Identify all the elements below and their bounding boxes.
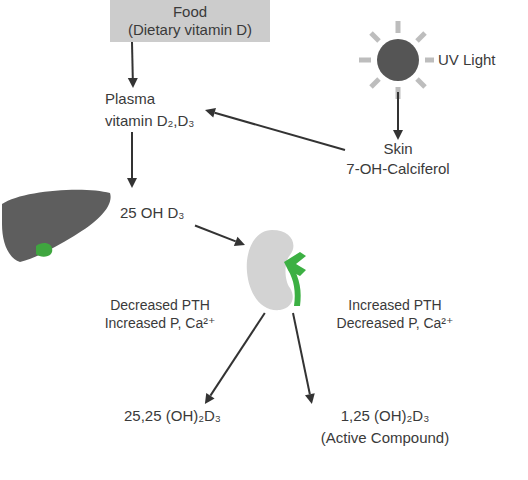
sun-ray [359, 58, 371, 63]
arrow-head [305, 393, 315, 404]
arrow-line [293, 313, 310, 394]
sun-rays [359, 21, 434, 99]
food-box: Food(Dietary vitamin D) [110, 0, 270, 42]
sun-ray [417, 33, 425, 41]
node-text: 25,25 (OH)₂D₃ [105, 407, 240, 425]
liver-node: 25 OH D₃ [0, 188, 195, 263]
node-text: (Dietary vitamin D) [110, 21, 270, 39]
ureter [288, 266, 301, 306]
plasma-node: Plasma vitamin D₂,D₃ [105, 88, 205, 132]
node-text: 1,25 (OH)₂D₃ [300, 407, 470, 425]
arrow-head [205, 108, 216, 118]
kidney-node [245, 228, 305, 313]
arrow-connector [205, 108, 345, 150]
node-text: UV Light [438, 51, 510, 69]
sun-ray [417, 79, 425, 87]
node-text: Plasma [105, 90, 205, 108]
arrow-head [234, 237, 245, 246]
sun-ray [371, 33, 379, 41]
arrow-head [205, 393, 215, 404]
liver-shape [2, 190, 111, 262]
arrow-connector [195, 226, 245, 247]
skin-node: Skin 7-OH-Calciferol [345, 140, 451, 182]
sun-node: UV Light [370, 28, 510, 92]
edge-label: Increased PTH Decreased P, Ca²⁺ [325, 296, 465, 332]
product-node: 25,25 (OH)₂D₃ [105, 404, 240, 428]
node-text: 7-OH-Calciferol [345, 160, 451, 178]
kidney-shape [247, 230, 294, 310]
node-text: vitamin D₂,D₃ [105, 112, 205, 130]
gallbladder-shape [36, 243, 52, 257]
edge-label: Decreased PTH Increased P, Ca²⁺ [90, 296, 230, 332]
arrow-head [127, 178, 137, 188]
arrow-connector [393, 92, 403, 140]
sun-ray [371, 79, 379, 87]
arrow-line [210, 313, 264, 396]
node-text: (Active Compound) [300, 429, 470, 447]
sun-ray [396, 21, 401, 33]
arrow-head [128, 78, 138, 88]
product-node: 1,25 (OH)₂D₃ (Active Compound) [300, 404, 470, 450]
node-text: 25 OH D₃ [120, 204, 195, 222]
node-text: Skin [345, 140, 451, 158]
arrow-line [131, 42, 134, 78]
arrow-connector [127, 132, 137, 188]
sun-ray [425, 58, 434, 63]
arrow-line [131, 132, 133, 178]
arrow-line [397, 92, 399, 130]
arrow-connector [293, 313, 315, 404]
sun-disc [377, 39, 419, 81]
arrow-line [195, 226, 236, 242]
arrow-connector [128, 42, 138, 88]
arrow-head [393, 130, 403, 140]
node-text: Food [110, 3, 270, 21]
arrow-line [215, 113, 345, 150]
